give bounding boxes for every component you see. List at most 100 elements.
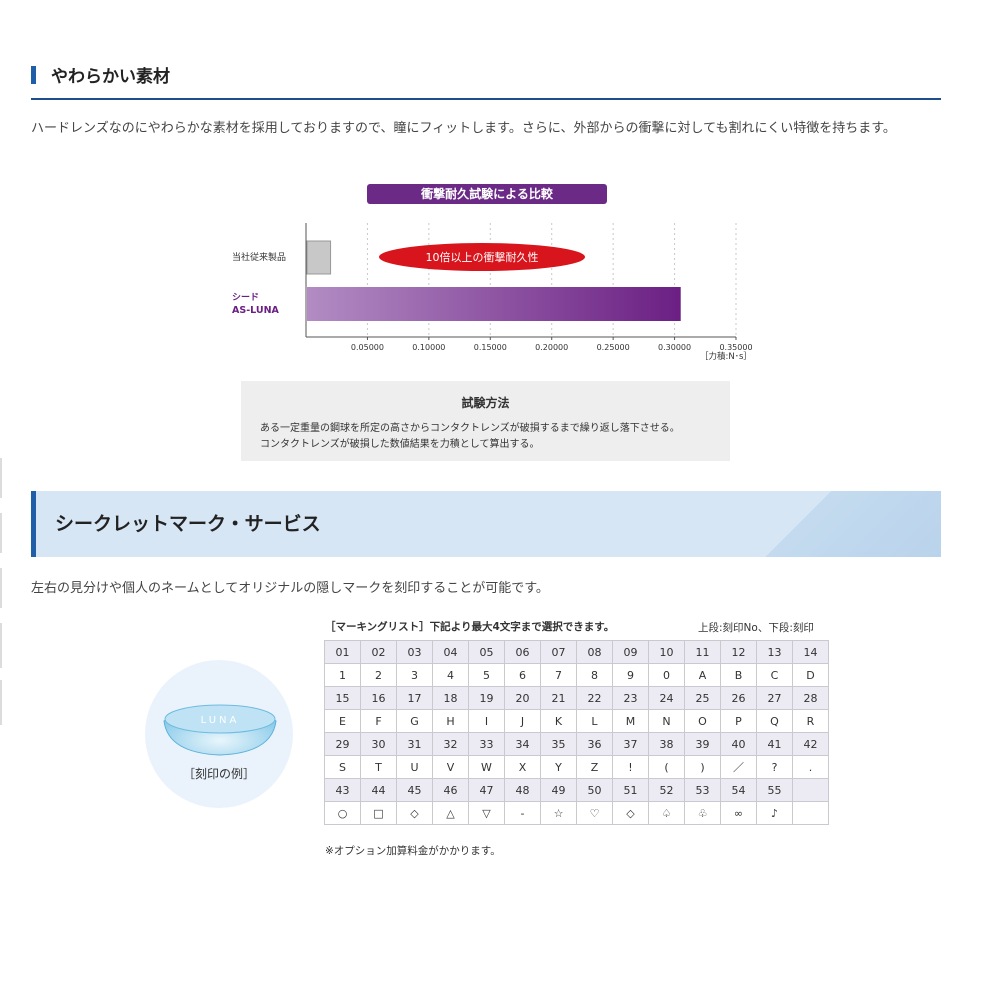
- marking-number-cell: 04: [432, 640, 469, 664]
- marking-number-cell: 20: [504, 686, 541, 710]
- marking-symbol-cell: G: [396, 709, 433, 733]
- lens-caption: ［刻印の例］: [182, 767, 255, 781]
- annotation-label: 10倍以上の衝撃耐久性: [426, 250, 539, 264]
- marking-symbol-cell: Q: [756, 709, 793, 733]
- marking-number-cell: 30: [360, 732, 397, 756]
- test-method-line1: ある一定重量の鋼球を所定の高さからコンタクトレンズが破損するまで繰り返し落下させ…: [260, 423, 680, 434]
- marking-symbol-cell: 4: [432, 663, 469, 687]
- x-tick-label: 0.15000: [474, 343, 507, 352]
- marking-number-cell: 22: [576, 686, 613, 710]
- marking-symbol-cell: A: [684, 663, 721, 687]
- category-label-conventional: 当社従来製品: [232, 251, 286, 263]
- marking-list-subnote: 上段:刻印No、下段:刻印: [698, 622, 814, 634]
- marking-number-cell: 31: [396, 732, 433, 756]
- marking-symbol-cell: ♧: [684, 801, 721, 825]
- marking-symbol-cell: S: [324, 755, 361, 779]
- x-tick-label: 0.20000: [535, 343, 568, 352]
- marking-number-cell: 08: [576, 640, 613, 664]
- marking-number-cell: 46: [432, 778, 469, 802]
- edge-line: [0, 680, 2, 725]
- marking-number-cell: 09: [612, 640, 649, 664]
- x-tick-label: 0.10000: [412, 343, 445, 352]
- section-paragraph: 左右の見分けや個人のネームとしてオリジナルの隠しマークを刻印することが可能です。: [31, 581, 549, 596]
- edge-line: [0, 458, 2, 498]
- marking-symbol-cell: ◇: [612, 801, 649, 825]
- chart-title: 衝撃耐久試験による比較: [367, 184, 607, 204]
- test-method-line2: コンタクトレンズが破損した数値結果を力積として算出する。: [260, 439, 540, 450]
- marking-number-cell: 52: [648, 778, 685, 802]
- marking-number-cell: 34: [504, 732, 541, 756]
- marking-number-cell: 47: [468, 778, 505, 802]
- x-tick-label: 0.25000: [597, 343, 630, 352]
- marking-number-cell: 49: [540, 778, 577, 802]
- marking-number-cell: 35: [540, 732, 577, 756]
- marking-number-cell: 03: [396, 640, 433, 664]
- marking-number-cell: 14: [792, 640, 829, 664]
- marking-symbol-cell: !: [612, 755, 649, 779]
- section-paragraph: ハードレンズなのにやわらかな素材を採用しておりますので、瞳にフィットします。さら…: [31, 121, 896, 136]
- marking-number-cell: 19: [468, 686, 505, 710]
- marking-symbol-cell: 9: [612, 663, 649, 687]
- marking-symbol-cell: ◇: [396, 801, 433, 825]
- marking-number-cell: 25: [684, 686, 721, 710]
- marking-number-cell: 10: [648, 640, 685, 664]
- marking-number-cell: 15: [324, 686, 361, 710]
- category-label-luna-line1: シード: [232, 292, 259, 303]
- marking-number-cell: 40: [720, 732, 757, 756]
- marking-symbol-cell: ♡: [576, 801, 613, 825]
- marking-number-cell: 23: [612, 686, 649, 710]
- marking-symbol-cell: J: [504, 709, 541, 733]
- test-method-title: 試験方法: [461, 396, 510, 410]
- section-heading-soft-material: やわらかい素材: [31, 62, 941, 100]
- marking-number-cell: 02: [360, 640, 397, 664]
- marking-symbol-cell: K: [540, 709, 577, 733]
- marking-symbol-cell: ): [684, 755, 721, 779]
- marking-number-cell: 48: [504, 778, 541, 802]
- marking-number-cell: 26: [720, 686, 757, 710]
- marking-number-cell: 16: [360, 686, 397, 710]
- lens-engraving: LUNA: [201, 715, 240, 726]
- marking-symbol-cell: Z: [576, 755, 613, 779]
- marking-symbol-cell: W: [468, 755, 505, 779]
- marking-number-cell: 55: [756, 778, 793, 802]
- marking-symbol-cell: ∞: [720, 801, 757, 825]
- marking-symbol-cell: N: [648, 709, 685, 733]
- marking-symbol-row: ○□◇△▽-☆♡◇♤♧∞♪: [324, 801, 829, 825]
- marking-number-cell: 51: [612, 778, 649, 802]
- marking-symbol-cell: D: [792, 663, 829, 687]
- marking-symbol-cell: L: [576, 709, 613, 733]
- marking-symbol-cell: V: [432, 755, 469, 779]
- heading-accent-bar: [31, 491, 36, 557]
- heading-accent-bar: [31, 66, 36, 84]
- marking-symbol-cell: 6: [504, 663, 541, 687]
- marking-symbol-cell: 7: [540, 663, 577, 687]
- section-heading-secret-mark: シークレットマーク・サービス: [31, 491, 941, 557]
- category-label-luna-line2: AS-LUNA: [232, 305, 280, 316]
- marking-symbol-cell: B: [720, 663, 757, 687]
- marking-number-cell: 38: [648, 732, 685, 756]
- x-tick-label: 0.30000: [658, 343, 691, 352]
- marking-number-cell: 12: [720, 640, 757, 664]
- marking-symbol-cell: -: [504, 801, 541, 825]
- marking-number-cell: 07: [540, 640, 577, 664]
- marking-symbol-cell: ○: [324, 801, 361, 825]
- marking-number-cell: 27: [756, 686, 793, 710]
- marking-number-cell: 54: [720, 778, 757, 802]
- marking-number-cell: 44: [360, 778, 397, 802]
- test-method-box: 試験方法 ある一定重量の鋼球を所定の高さからコンタクトレンズが破損するまで繰り返…: [241, 381, 730, 461]
- marking-symbol-cell: U: [396, 755, 433, 779]
- marking-number-cell: 45: [396, 778, 433, 802]
- marking-symbol-cell: H: [432, 709, 469, 733]
- marking-number-cell: 42: [792, 732, 829, 756]
- marking-number-cell: 41: [756, 732, 793, 756]
- edge-line: [0, 513, 2, 553]
- marking-list-heading: ［マーキングリスト］下記より最大4文字まで選択できます。: [325, 621, 615, 633]
- marking-number-cell: 17: [396, 686, 433, 710]
- marking-symbol-cell: ♤: [648, 801, 685, 825]
- marking-symbol-cell: R: [792, 709, 829, 733]
